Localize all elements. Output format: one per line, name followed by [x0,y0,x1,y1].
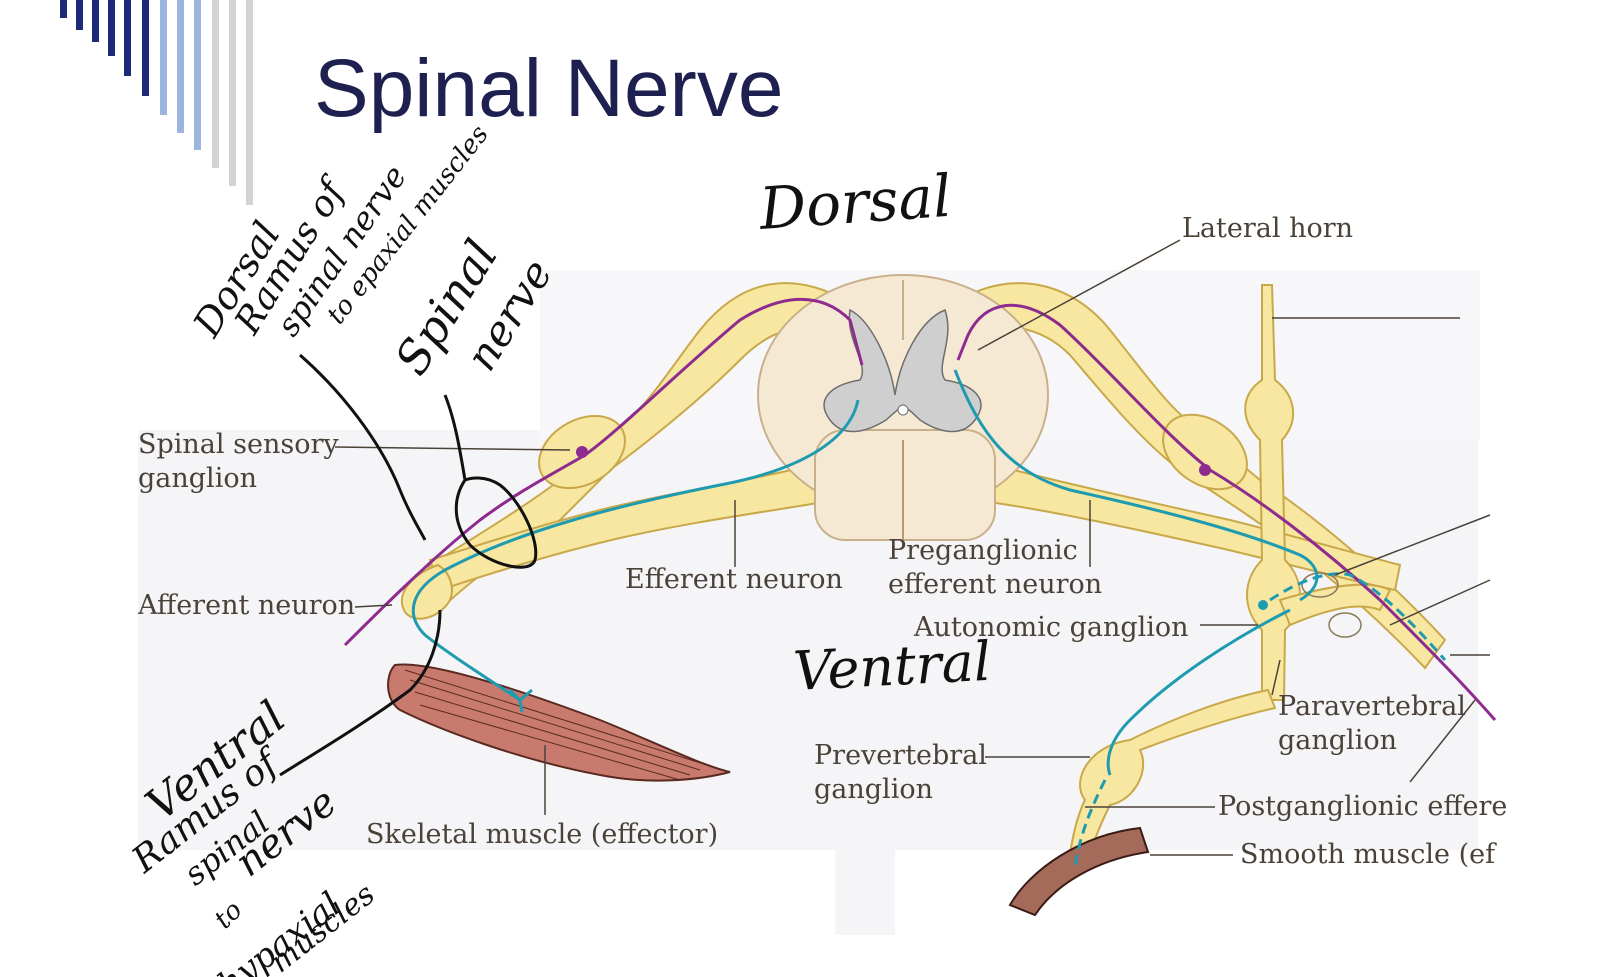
smooth-muscle-shape [1008,826,1150,917]
skeletal-muscle-shape [387,663,731,782]
figure-background-lower [835,840,895,935]
sensory-cell-body-left [576,446,588,458]
deco-bar [124,0,131,76]
postganglionic-to-smooth-muscle [1073,779,1107,871]
leader-right-2 [1389,579,1491,626]
preganglionic-to-prevertebral [1106,608,1291,776]
ink-line-spinal-nerve [443,394,538,569]
handwritten-dorsal: Dorsal [757,161,954,243]
label-preganglionic-efferent-neuron: Preganglionic efferent neuron [888,535,1103,600]
label-efferent-neuron: Efferent neuron [625,564,843,595]
autonomic-synapse [1258,600,1268,610]
label-lateral-horn: Lateral horn [1182,213,1354,244]
preganglionic-path [953,369,1319,602]
ramus-loop [1328,612,1362,638]
leader-right-4 [1409,699,1476,783]
label-prevertebral-ganglion: Prevertebral ganglion [814,740,987,805]
ink-line-dorsal-ramus [299,353,427,541]
ramus-loop [1301,572,1339,598]
deco-bar [229,0,236,186]
spinal-cord-lower [814,429,996,541]
leader-paravertebral [1271,659,1281,696]
label-spinal-sensory-ganglion: Spinal sensory ganglion [138,429,339,494]
right-sensory-ganglion-shape [1162,413,1248,491]
label-paravertebral-ganglion: Paravertebral ganglion [1278,691,1466,756]
leader-spinal-sensory [334,446,571,451]
label-skeletal-muscle: Skeletal muscle (effector) [366,819,719,850]
slide-title: Spinal Nerve [314,43,784,134]
label-leader-lines [334,239,1491,856]
deco-bar [92,0,99,42]
label-autonomic-ganglion: Autonomic ganglion [914,612,1189,643]
deco-bar [246,0,253,205]
grey-matter [823,308,982,433]
label-postganglionic-efferent: Postganglionic effere [1218,791,1508,822]
handwritten-ventral: Ventral [791,629,993,703]
label-smooth-muscle: Smooth muscle (ef [1240,839,1496,870]
muscle-fiber-lines [404,669,711,781]
ink-line-ventral-ramus [279,609,442,777]
label-afferent-neuron: Afferent neuron [138,590,356,621]
sympathetic-chain [1244,284,1301,701]
leader-afferent [354,604,393,608]
central-canal [897,404,909,416]
deco-bar [160,0,167,115]
deco-bar [194,0,201,150]
ink-annotations [279,353,538,777]
deco-bar [76,0,83,30]
deco-bar [60,0,67,18]
leader-right-1 [1334,514,1491,576]
efferent-neuron-path-left [411,399,860,702]
sensory-cell-body-right [1199,464,1211,476]
deco-bar [212,0,219,168]
motor-end-plate [508,688,533,713]
postganglionic-path-chain [1269,572,1447,661]
deco-bar [177,0,184,133]
decorative-bars [60,0,253,205]
deco-bar [142,0,149,96]
deco-bar [108,0,115,56]
leader-lateral-horn [977,239,1181,351]
